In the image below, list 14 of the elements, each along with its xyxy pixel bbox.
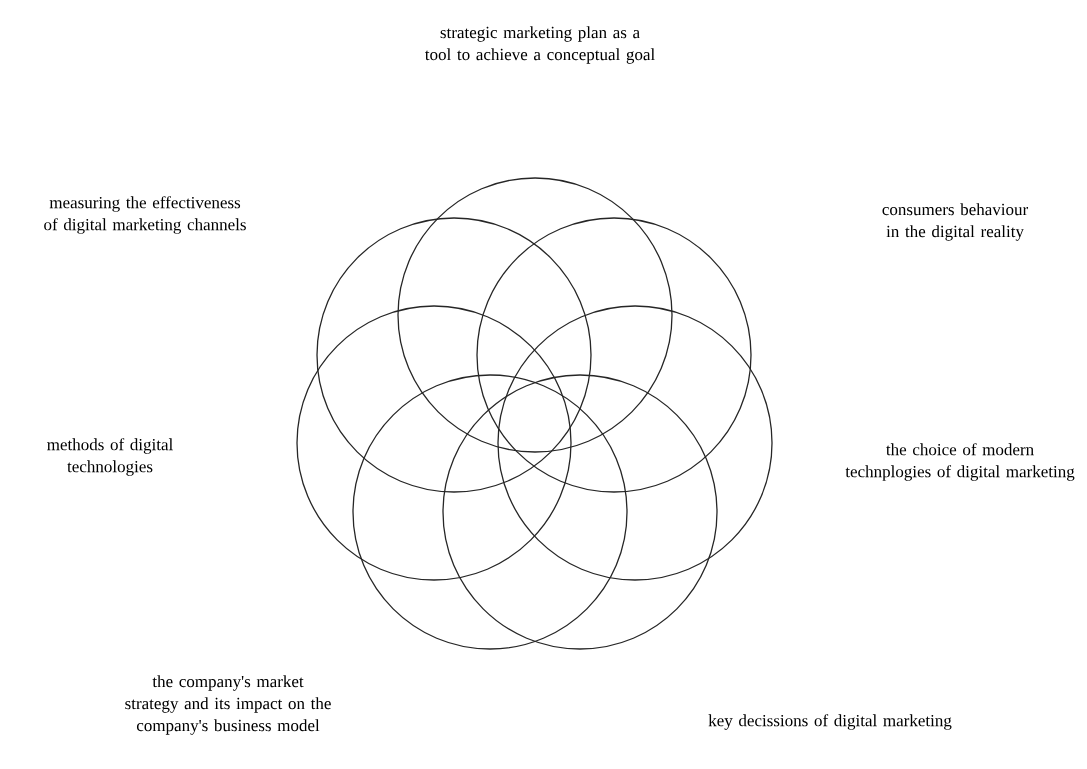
label-text: the choice of modern technplogies of digital marketing — [845, 443, 1075, 481]
ring-circle — [296, 305, 572, 581]
ring-circle — [316, 217, 592, 493]
ring-circle — [476, 217, 752, 493]
label-text: measuring the effectiveness of digital marketing channels — [44, 196, 246, 234]
label-text: key decissions of digital marketing — [708, 714, 952, 730]
label-text: strategic marketing plan as a tool to achieve a conceptual goal — [425, 26, 655, 64]
ring-circle — [442, 374, 718, 650]
ring-circle — [397, 177, 673, 453]
label-text: methods of digital technologies — [47, 438, 173, 476]
label-text: the company's market strategy and its impact on the company's business model — [125, 675, 331, 735]
ring-circle — [352, 374, 628, 650]
label-text: consumers behaviour in the digital reality — [882, 203, 1029, 241]
ring-circle — [497, 305, 773, 581]
